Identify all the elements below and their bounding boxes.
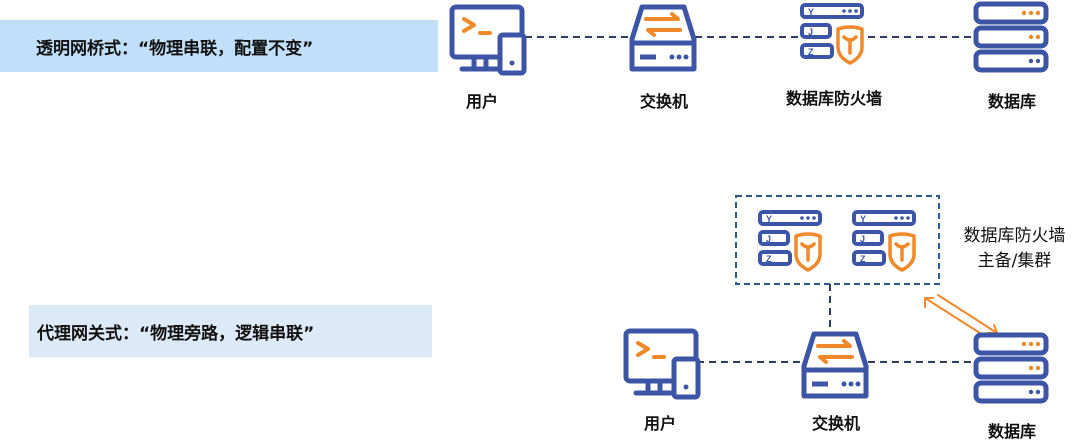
network-switch-icon — [632, 7, 694, 69]
bidirectional-arrow-icon — [924, 294, 999, 336]
network-switch-icon — [804, 334, 866, 396]
node-label-user: 用户 — [465, 92, 499, 111]
database-firewall-icon — [800, 3, 864, 65]
database-server-icon — [976, 4, 1046, 70]
node-label-firewall: 数据库防火墙 — [785, 89, 883, 108]
node-label-switch: 交换机 — [639, 92, 689, 111]
cluster-label-line1: 数据库防火墙 — [963, 226, 1066, 246]
database-firewall-icon — [758, 210, 822, 272]
node-label-user: 用户 — [643, 414, 677, 433]
cluster-label-line2: 主备/集群 — [977, 251, 1052, 271]
node-label-database: 数据库 — [987, 92, 1037, 111]
terminal-computer-icon — [452, 7, 524, 73]
node-label-switch: 交换机 — [811, 414, 861, 433]
node-label-database: 数据库 — [987, 422, 1037, 441]
cluster-label: 数据库防火墙 主备/集群 — [952, 224, 1077, 274]
proxy-gateway-title: 代理网关式：“物理旁路，逻辑串联” — [29, 305, 432, 357]
transparent-bridge-title: 透明网桥式：“物理串联，配置不变” — [0, 20, 438, 72]
terminal-computer-icon — [626, 331, 698, 397]
database-server-icon — [976, 335, 1046, 401]
firewall-cluster-box — [735, 195, 940, 285]
database-firewall-icon — [852, 210, 916, 272]
